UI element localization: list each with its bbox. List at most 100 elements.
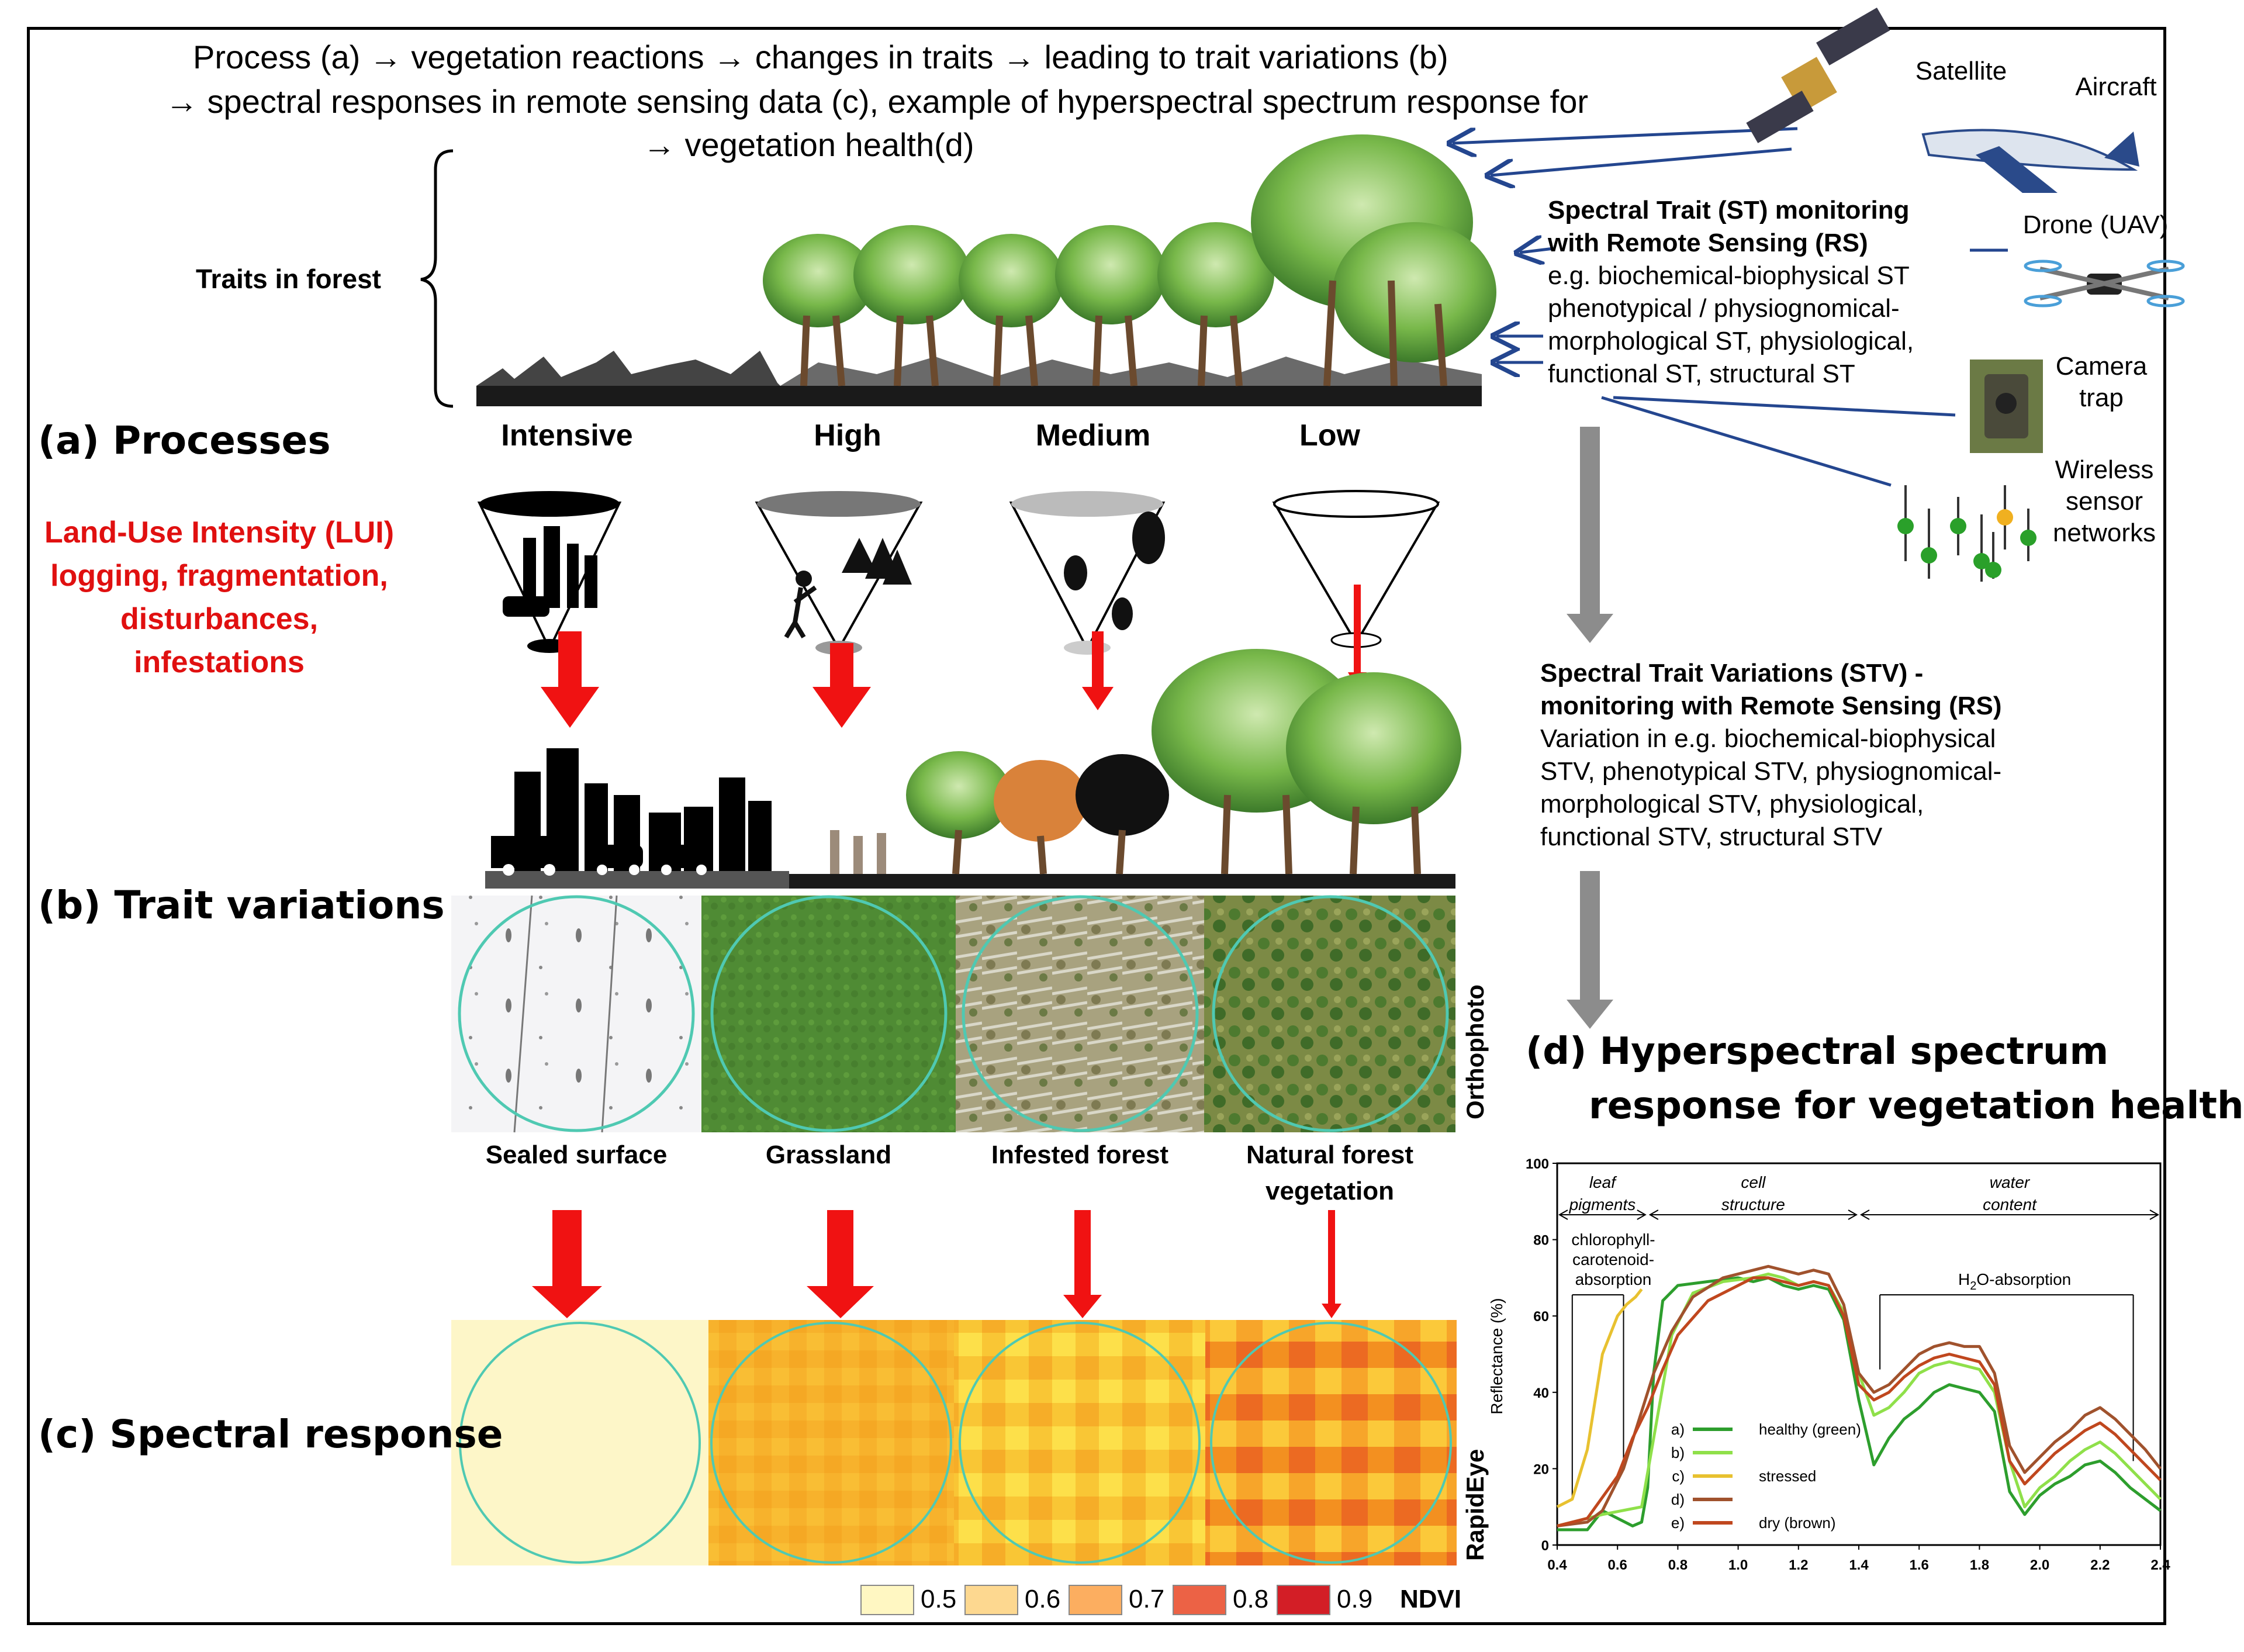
section-a-title: (a) Processes <box>38 418 331 463</box>
stv-title-2: monitoring with Remote Sensing (RS) <box>1540 692 2002 720</box>
level-low: Low <box>1299 419 1360 452</box>
legend-key-1: b) <box>1671 1444 1685 1461</box>
funnel-intensive <box>477 491 622 653</box>
stv-monitoring-block: Spectral Trait Variations (STV) - monito… <box>1540 657 2002 853</box>
region-label-2-2: content <box>1983 1195 2037 1214</box>
header-line-2: → spectral responses in remote sensing d… <box>165 83 1588 120</box>
chart-annotations: chlorophyll- carotenoid- absorption H2O-… <box>1571 1231 2134 1499</box>
camera-trap-icon <box>1970 360 2043 453</box>
red-arrows-upper <box>541 585 1367 728</box>
series-line-3 <box>1557 1264 2162 1527</box>
label-wsn-line-2: sensor <box>2065 487 2143 516</box>
ndvi-swatch-0.9 <box>1277 1585 1330 1615</box>
aircraft-icon <box>1921 129 2139 193</box>
label-camera-trap: Camera trap <box>2043 351 2160 414</box>
stv-line-1: Variation in e.g. biochemical-biophysica… <box>1540 724 1996 753</box>
legend-key-2: c) <box>1672 1467 1685 1485</box>
caption-natural-forest: Natural forest vegetation <box>1192 1137 1467 1209</box>
annot-water-rest: O-absorption <box>1976 1270 2071 1288</box>
x-tick-label-1.8: 1.8 <box>1970 1557 1989 1573</box>
traits-in-forest-label: Traits in forest <box>196 264 381 294</box>
label-camera-line-2: trap <box>2079 383 2124 412</box>
annot-water-sub: 2 <box>1970 1280 1976 1292</box>
figure-frame <box>27 27 2166 1625</box>
vegetation-strip-middle <box>485 649 1461 889</box>
region-label-0-2: pigments <box>1569 1195 1636 1214</box>
x-tick-label-1.0: 1.0 <box>1728 1557 1748 1573</box>
series-line-0 <box>1557 1276 2162 1532</box>
region-arrow-right-1 <box>1848 1209 1858 1220</box>
region-label-1-1: cell <box>1741 1173 1766 1191</box>
section-d-title-1: (d) Hyperspectral spectrum <box>1526 1030 2109 1073</box>
stv-title-1: Spectral Trait Variations (STV) - <box>1540 659 1924 687</box>
region-label-1-2: structure <box>1721 1195 1785 1214</box>
annot-pigment-3: absorption <box>1575 1270 1652 1288</box>
lui-line-2: logging, fragmentation, <box>50 559 388 593</box>
region-arrow-right-0 <box>1637 1209 1647 1220</box>
red-arrows-lower <box>532 1210 1341 1318</box>
level-intensive: Intensive <box>501 419 633 452</box>
header-line-1: Process (a) → vegetation reactions → cha… <box>193 39 1448 75</box>
y-tick-label-20: 20 <box>1533 1461 1549 1477</box>
lui-line-1: Land-Use Intensity (LUI) <box>44 516 395 549</box>
ndvi-swatch-0.5 <box>860 1585 914 1615</box>
orthophoto-label: Orthophoto <box>1461 984 1489 1119</box>
ndvi-swatch-0.7 <box>1069 1585 1122 1615</box>
series-line-2 <box>1556 1288 1643 1508</box>
region-arrow-left-2 <box>1859 1209 1870 1220</box>
region-label-2-1: water <box>1990 1173 2031 1191</box>
pigment-pointer <box>1571 1294 1624 1499</box>
y-tick-label-80: 80 <box>1533 1233 1549 1249</box>
lui-label: Land-Use Intensity (LUI) logging, fragme… <box>23 511 415 684</box>
level-medium: Medium <box>1035 419 1151 452</box>
y-axis-label: Reflectance (%) <box>1488 1298 1506 1414</box>
satellite-icon <box>1746 7 1890 143</box>
caption-grassland: Grassland <box>765 1140 892 1169</box>
label-aircraft: Aircraft <box>2075 72 2157 101</box>
chart-series <box>1556 1264 2162 1532</box>
ndvi-label-0.8: 0.8 <box>1233 1585 1269 1613</box>
label-wsn-line-1: Wireless <box>2055 455 2154 484</box>
annot-water-h: H <box>1958 1270 1970 1288</box>
ndvi-swatch-0.6 <box>964 1585 1018 1615</box>
lui-line-3: disturbances, <box>120 602 319 636</box>
y-tick-label-100: 100 <box>1526 1156 1549 1172</box>
funnel-medium <box>1009 491 1166 655</box>
figure-root: { "header": { "line1": "Process (a) \u21… <box>23 7 2244 1625</box>
ndvi-label-0.9: 0.9 <box>1337 1585 1373 1613</box>
caption-natural-line-1: Natural forest <box>1246 1140 1414 1169</box>
y-tick-label-0: 0 <box>1541 1538 1549 1554</box>
y-tick-label-40: 40 <box>1533 1385 1549 1401</box>
lui-line-4: infestations <box>134 645 305 679</box>
x-tick-label-0.8: 0.8 <box>1668 1557 1688 1573</box>
ndvi-label-0.6: 0.6 <box>1025 1585 1061 1613</box>
x-tick-label-1.2: 1.2 <box>1789 1557 1808 1573</box>
funnel-high <box>755 491 923 655</box>
st-title-2: with Remote Sensing (RS) <box>1548 229 1868 257</box>
level-high: High <box>814 419 881 452</box>
legend-name-0: healthy (green) <box>1759 1421 1861 1438</box>
x-tick-label-2.2: 2.2 <box>2090 1557 2110 1573</box>
x-tick-label-0.6: 0.6 <box>1608 1557 1627 1573</box>
header-line-3: → vegetation health(d) <box>643 126 974 163</box>
ndvi-legend-title: NDVI <box>1400 1585 1462 1613</box>
stv-line-4: functional STV, structural STV <box>1540 822 1883 851</box>
label-camera-line-1: Camera <box>2055 352 2148 381</box>
ndvi-swatch-0.8 <box>1173 1585 1226 1615</box>
label-wireless-sensor: Wireless sensor networks <box>2040 454 2169 549</box>
label-wsn-line-3: networks <box>2052 519 2156 547</box>
region-arrow-left-0 <box>1558 1209 1568 1220</box>
legend-name-4: dry (brown) <box>1759 1514 1835 1532</box>
ndvi-legend: 0.5 0.6 0.7 0.8 0.9 NDVI <box>848 1581 1479 1622</box>
st-line-2: phenotypical / physiognomical- <box>1548 294 1900 323</box>
annot-pigment-2: carotenoid- <box>1572 1250 1654 1269</box>
st-monitoring-block: Spectral Trait (ST) monitoring with Remo… <box>1548 194 1914 390</box>
legend-key-4: e) <box>1671 1514 1685 1532</box>
section-c-title: (c) Spectral response <box>38 1412 503 1457</box>
section-d-title-2: response for vegetation health <box>1589 1084 2244 1128</box>
caption-infested-forest: Infested forest <box>991 1140 1169 1169</box>
section-b-title: (b) Trait variations <box>38 883 445 928</box>
